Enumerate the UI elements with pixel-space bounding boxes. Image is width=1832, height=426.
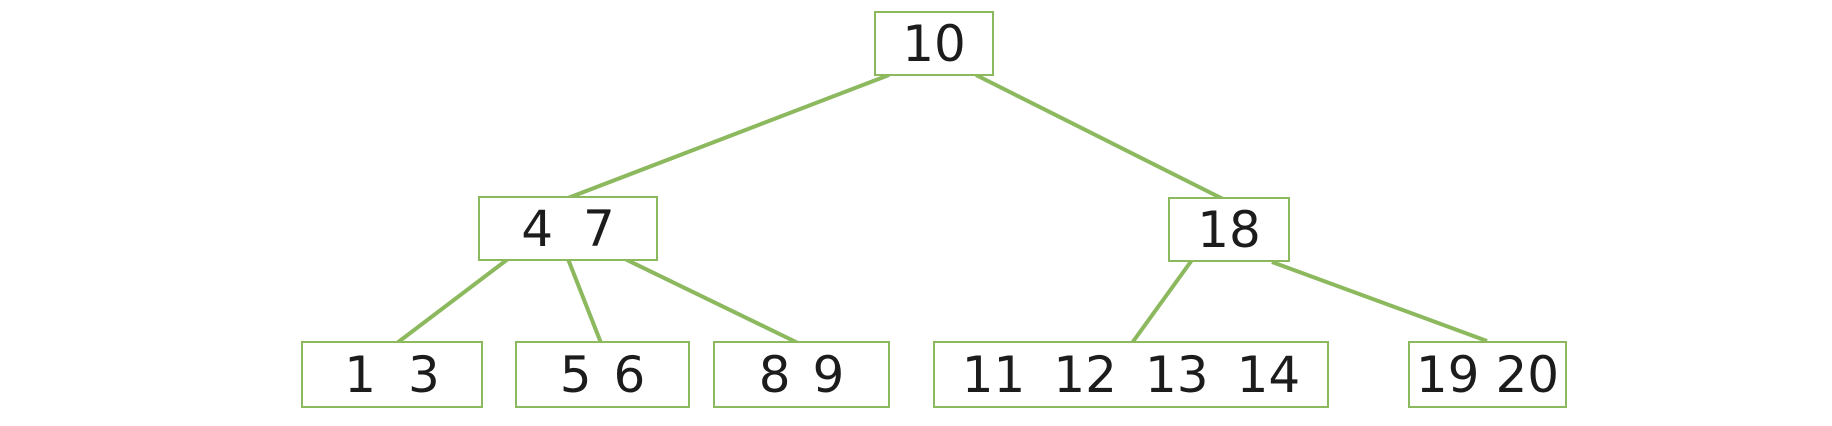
edge-root-internal-left: [567, 73, 890, 200]
node-key: 5: [559, 345, 592, 404]
edge-internal-right-leaf-5: [1271, 260, 1488, 343]
node-key: 11: [961, 345, 1026, 404]
node-key: 8: [758, 345, 791, 404]
node-key: 1: [344, 345, 376, 404]
tree-node-internal-left: 4 7: [478, 196, 658, 261]
tree-node-leaf-5: 19 20: [1408, 341, 1567, 408]
tree-node-internal-right: 18: [1168, 197, 1290, 262]
node-key: 6: [613, 345, 646, 404]
node-key: 10: [902, 14, 966, 73]
tree-node-root: 10: [874, 11, 994, 76]
edge-root-internal-right: [975, 73, 1224, 201]
edge-internal-left-leaf-3: [624, 257, 799, 345]
node-key: 13: [1145, 345, 1209, 404]
tree-node-leaf-2: 5 6: [515, 341, 690, 408]
node-key: 19: [1415, 345, 1480, 404]
tree-node-leaf-1: 1 3: [301, 341, 483, 408]
node-key: 4: [521, 199, 553, 258]
edge-internal-left-leaf-2: [566, 258, 603, 344]
node-key: 3: [408, 345, 440, 404]
tree-node-leaf-4: 11 12 13 14: [933, 341, 1329, 408]
node-key: 7: [583, 199, 615, 258]
tree-node-leaf-3: 8 9: [713, 341, 890, 408]
edge-internal-right-leaf-4: [1130, 258, 1194, 345]
node-key: 20: [1495, 345, 1560, 404]
node-key: 12: [1053, 345, 1117, 404]
node-key: 18: [1197, 200, 1261, 259]
node-key: 9: [812, 345, 845, 404]
node-key: 14: [1236, 345, 1301, 404]
edge-internal-left-leaf-1: [395, 257, 510, 345]
